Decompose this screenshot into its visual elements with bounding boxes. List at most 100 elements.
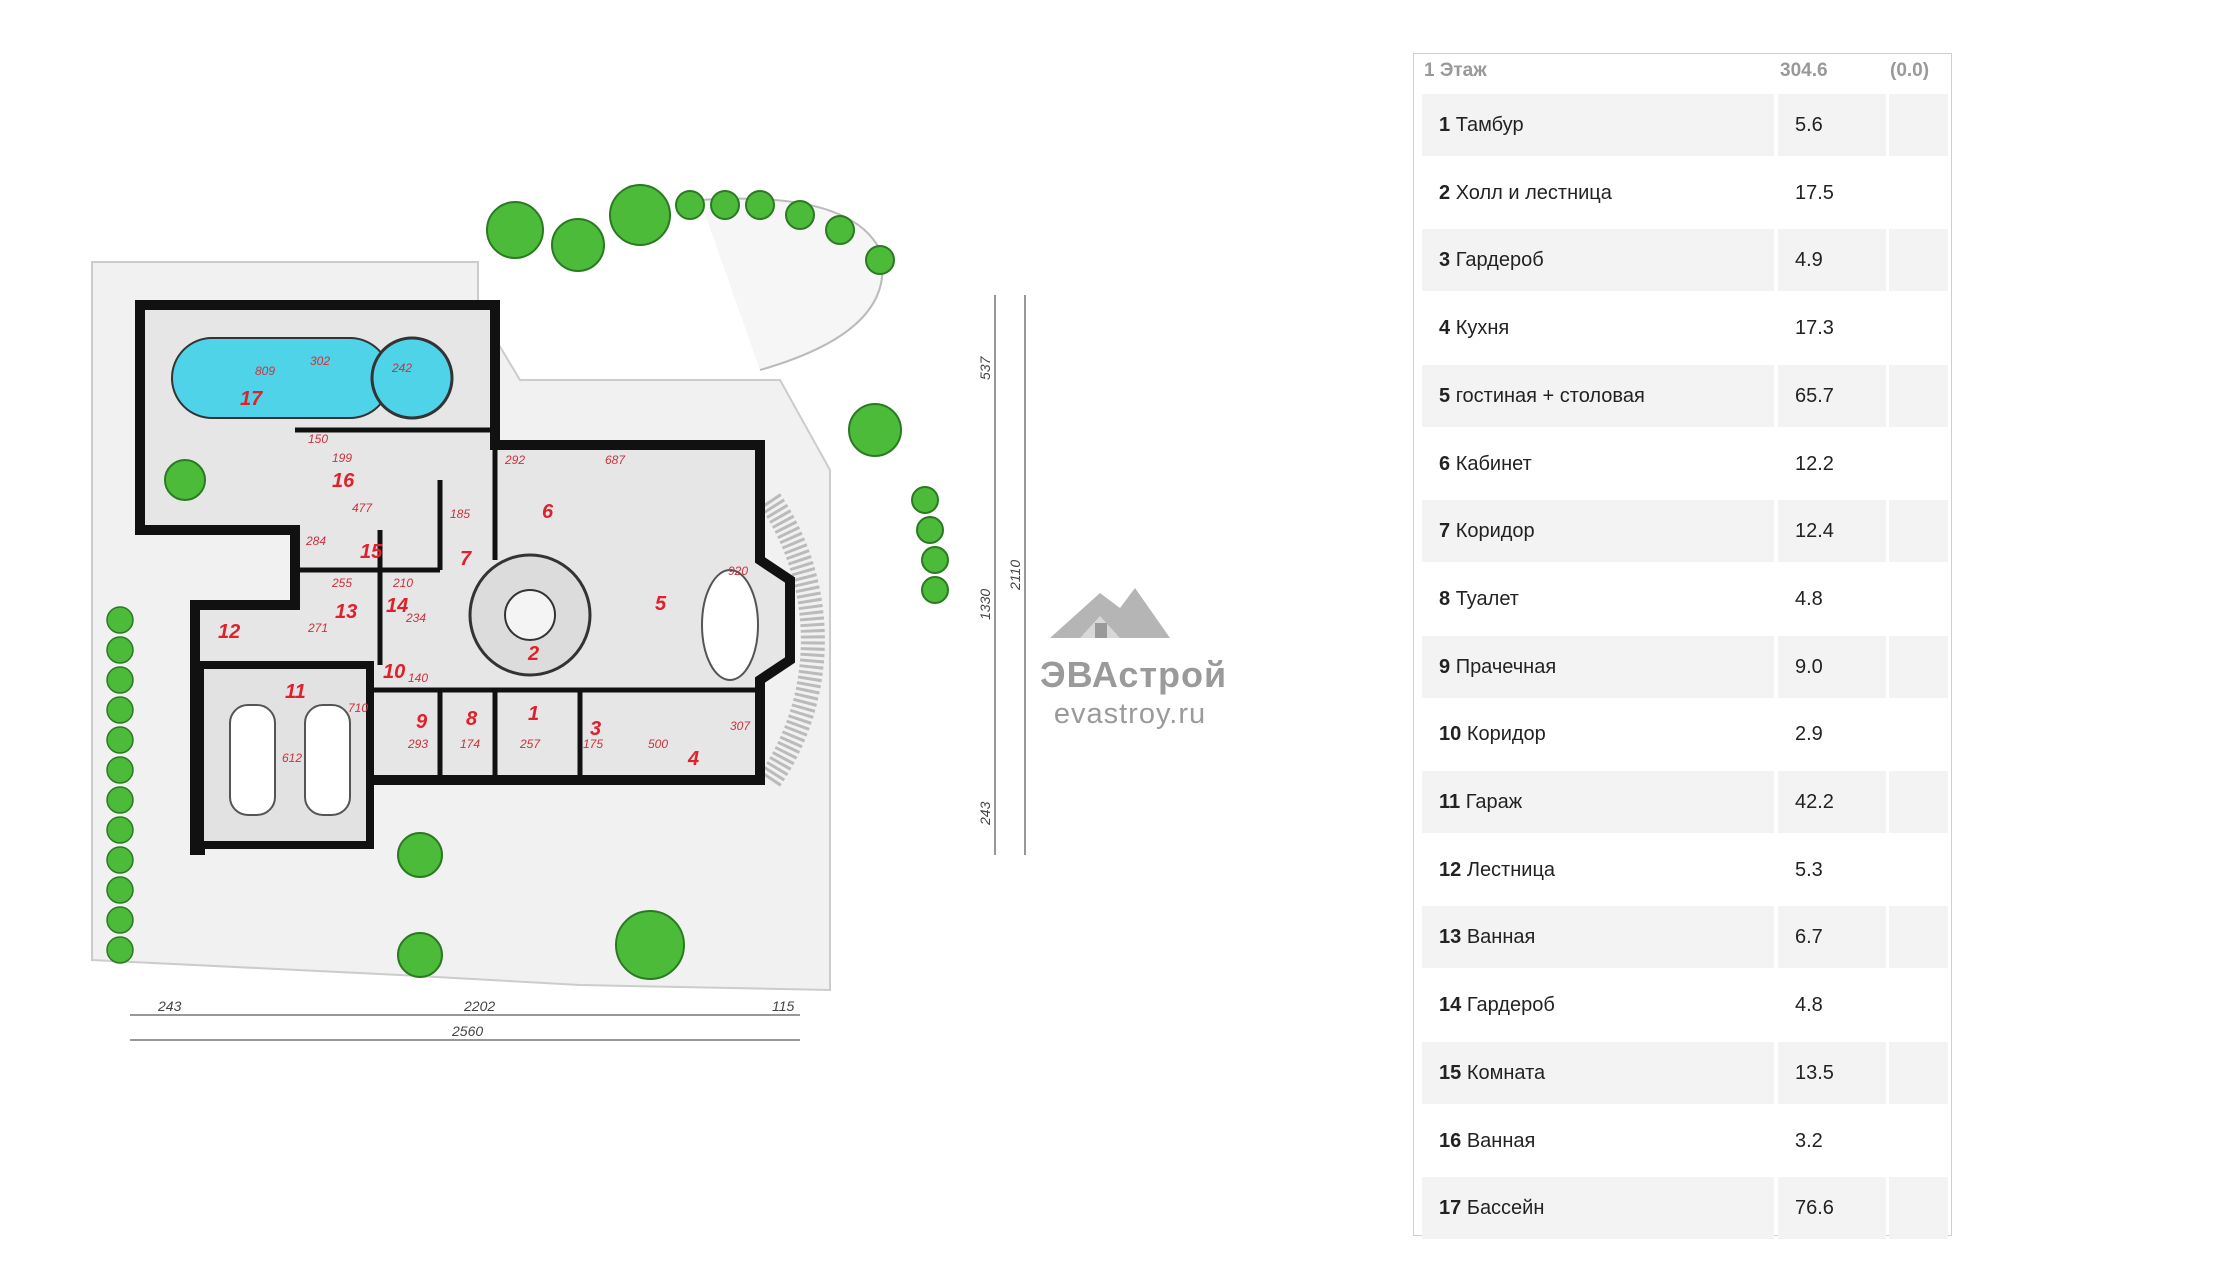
- room-name: Ванная: [1466, 926, 1536, 949]
- table-row: 14 Гардероб 4.8: [1422, 974, 1948, 1036]
- room-number: 4: [1439, 317, 1451, 340]
- room-name: Гардероб: [1455, 249, 1544, 272]
- room-name: Коридор: [1466, 723, 1546, 746]
- room-name: Лестница: [1466, 858, 1556, 881]
- room-number: 10: [1439, 723, 1462, 746]
- room-name: Кухня: [1455, 317, 1510, 340]
- inner-dim: 242: [391, 361, 412, 375]
- room-name-cell: 7 Коридор: [1422, 500, 1774, 563]
- room-area: 9.0: [1778, 635, 1886, 698]
- inner-dim: 210: [392, 576, 413, 590]
- empty-cell: [1889, 974, 1948, 1036]
- floor-plan: 1 2 3 4 5 6 7 8 9 10 11 12 13 14 15 16 1…: [91, 184, 1226, 1041]
- empty-cell: [1889, 1110, 1948, 1172]
- room-name-cell: 16 Ванная: [1422, 1110, 1774, 1172]
- room-number: 17: [240, 388, 263, 410]
- room-name-cell: 2 Холл и лестница: [1422, 162, 1774, 224]
- inner-dim: 302: [310, 354, 330, 368]
- room-name-cell: 5 гостиная + столовая: [1422, 364, 1774, 427]
- room-number: 15: [360, 541, 383, 563]
- room-number: 3: [590, 718, 601, 740]
- inner-dim: 257: [519, 737, 541, 751]
- empty-cell: [1889, 433, 1948, 495]
- table-row: 6 Кабинет 12.2: [1422, 433, 1948, 495]
- inner-dim: 293: [407, 737, 428, 751]
- room-name-cell: 13 Ванная: [1422, 906, 1774, 969]
- table-row: 16 Ванная 3.2: [1422, 1110, 1948, 1172]
- room-area: 5.6: [1778, 94, 1886, 156]
- room-area: 17.5: [1795, 181, 1834, 204]
- room-name: Гараж: [1465, 791, 1523, 813]
- dim-label: 115: [772, 998, 795, 1014]
- house-logo-icon: [1050, 588, 1170, 638]
- room-number: 7: [460, 548, 472, 570]
- room-area: 76.6: [1778, 1177, 1886, 1240]
- room-number: 13: [1439, 926, 1462, 949]
- extra-area: (0.0): [1890, 60, 1930, 81]
- empty-cell: [1889, 635, 1948, 698]
- room-area: 13.5: [1778, 1041, 1886, 1104]
- room-area: 3.2: [1795, 1129, 1823, 1152]
- room-name: Гардероб: [1466, 994, 1555, 1017]
- empty-cell: [1889, 297, 1948, 359]
- dim-label: 2202: [463, 998, 495, 1014]
- inner-dim: 500: [648, 737, 668, 751]
- room-name-cell: 3 Гардероб: [1422, 229, 1774, 292]
- room-number: 1: [1439, 114, 1451, 136]
- empty-cell: [1889, 1041, 1948, 1104]
- room-number: 6: [1439, 452, 1451, 475]
- empty-cell: [1889, 703, 1948, 765]
- total-area: 304.6: [1780, 60, 1828, 81]
- room-name-cell: 12 Лестница: [1422, 839, 1774, 901]
- room-number: 1: [528, 703, 539, 725]
- room-number: 14: [1439, 994, 1462, 1017]
- inner-dim: 920: [728, 564, 748, 578]
- room-number: 7: [1439, 520, 1451, 543]
- room-area: 4.8: [1795, 994, 1823, 1017]
- empty-cell: [1889, 1177, 1948, 1240]
- empty-cell: [1889, 94, 1948, 156]
- empty-cell: [1889, 364, 1948, 427]
- inner-dim: 477: [352, 501, 373, 515]
- room-number: 13: [335, 601, 357, 623]
- room-name: Комната: [1466, 1061, 1546, 1084]
- inner-dim: 199: [332, 451, 352, 465]
- room-name-cell: 10 Коридор: [1422, 703, 1774, 765]
- empty-cell: [1889, 906, 1948, 969]
- empty-cell: [1889, 568, 1948, 630]
- room-name: Кабинет: [1455, 452, 1532, 475]
- dim-label: 243: [977, 801, 993, 826]
- empty-cell: [1889, 500, 1948, 563]
- empty-cell: [1889, 229, 1948, 292]
- room-number: 12: [1439, 858, 1462, 881]
- room-number: 16: [1439, 1129, 1462, 1152]
- room-name: Прачечная: [1455, 655, 1557, 678]
- room-number: 17: [1439, 1197, 1462, 1220]
- room-area: 4.8: [1795, 587, 1823, 610]
- room-area: 5.3: [1795, 858, 1823, 881]
- room-name-cell: 14 Гардероб: [1422, 974, 1774, 1036]
- table-row: 2 Холл и лестница 17.5: [1422, 162, 1948, 224]
- room-name-cell: 9 Прачечная: [1422, 635, 1774, 698]
- empty-cell: [1889, 839, 1948, 901]
- room-area: 12.2: [1795, 452, 1834, 475]
- room-number: 8: [466, 708, 478, 730]
- inner-dim: 307: [730, 719, 751, 733]
- floor-plan-drawing: 1 2 3 4 5 6 7 8 9 10 11 12 13 14 15 16 1…: [91, 184, 1026, 1041]
- room-number: 4: [687, 748, 699, 770]
- room-number: 5: [1439, 384, 1451, 407]
- inner-dim: 174: [460, 737, 480, 751]
- room-name: Тамбур: [1455, 114, 1524, 136]
- inner-dim: 185: [450, 507, 470, 521]
- dim-label: 243: [157, 998, 182, 1014]
- empty-cell: [1889, 771, 1948, 833]
